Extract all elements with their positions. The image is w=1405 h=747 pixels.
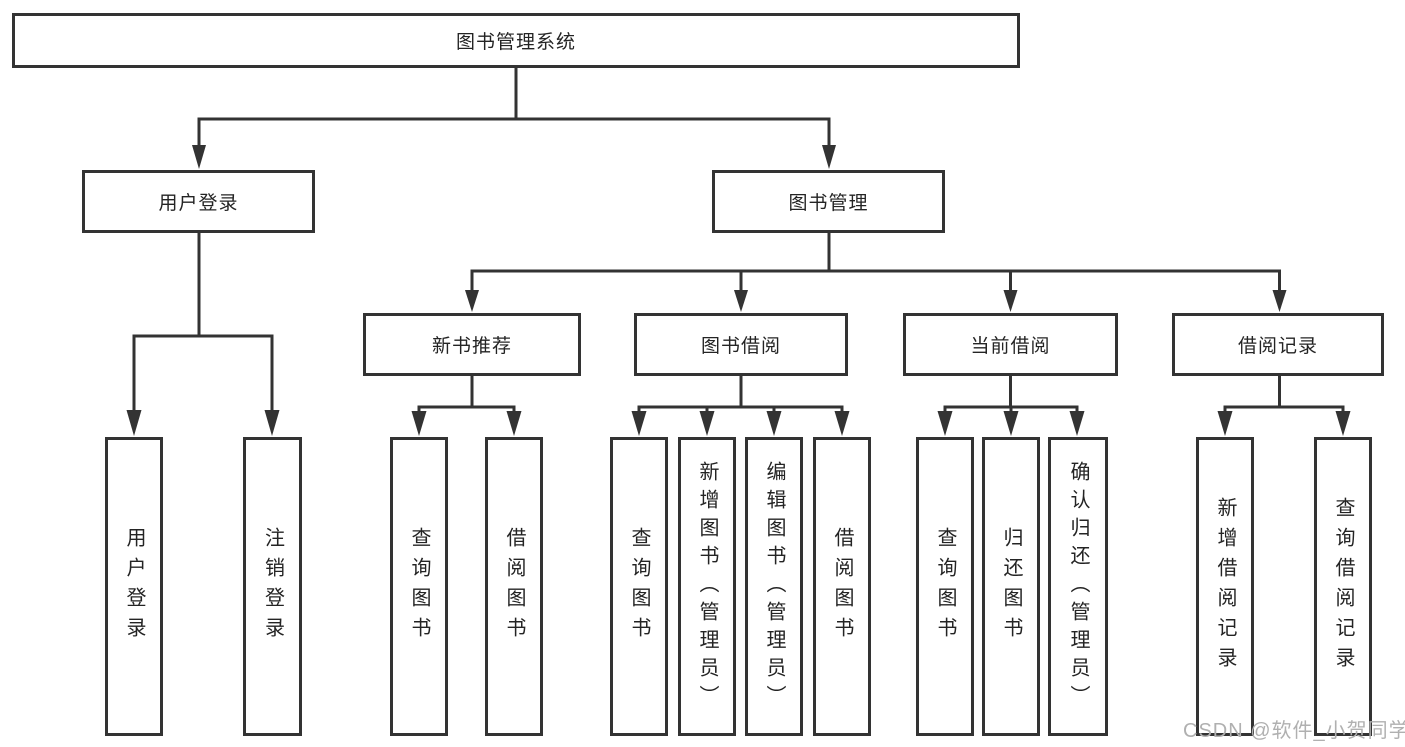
arrowhead-icon — [822, 145, 836, 169]
connector-user-login-branch — [126, 233, 280, 436]
leaf-user-login-label: 用户登录 — [123, 526, 145, 647]
leaf-label: 归还图书 — [1000, 526, 1022, 647]
arrowhead-icon — [699, 411, 715, 436]
leaf-query-books-current: 查询图书 — [916, 437, 974, 736]
arrowhead-icon — [1272, 290, 1287, 312]
node-root: 图书管理系统 — [12, 13, 1020, 68]
node-book-borrow: 图书借阅 — [634, 313, 848, 376]
leaf-label: 查询图书 — [934, 526, 956, 647]
leaf-label: 借阅图书 — [503, 526, 525, 647]
connector-book-management-branch — [465, 233, 1287, 312]
leaf-add-book-admin: 新增图书（管理员） — [678, 437, 736, 736]
leaf-query-borrow-record: 查询借阅记录 — [1314, 437, 1372, 736]
leaf-user-login: 用户登录 — [105, 437, 163, 736]
leaf-label: 借阅图书 — [831, 526, 853, 647]
arrowhead-icon — [126, 410, 142, 436]
leaf-confirm-return-admin: 确认归还（管理员） — [1048, 437, 1108, 736]
node-book-management: 图书管理 — [712, 170, 945, 233]
arrowhead-icon — [192, 145, 206, 169]
connector-root-to-level2 — [192, 68, 836, 169]
arrowhead-icon — [411, 411, 427, 436]
leaf-label: 查询图书 — [628, 526, 650, 647]
watermark-text: CSDN @软件_小贺同学 — [1183, 720, 1405, 742]
arrowhead-icon — [506, 411, 522, 436]
leaf-logout: 注销登录 — [243, 437, 302, 736]
connector-borrow-records-branch — [1217, 376, 1351, 436]
leaf-logout-label: 注销登录 — [261, 526, 284, 647]
node-current-borrow: 当前借阅 — [903, 313, 1118, 376]
arrowhead-icon — [734, 290, 748, 312]
leaf-query-books-borrow: 查询图书 — [610, 437, 668, 736]
arrowhead-icon — [766, 411, 782, 436]
leaf-edit-book-admin: 编辑图书（管理员） — [745, 437, 803, 736]
arrowhead-icon — [1003, 290, 1018, 312]
leaf-label: 新增图书（管理员） — [696, 460, 718, 713]
connector-book-borrow-branch — [631, 376, 850, 436]
leaf-label: 查询图书 — [408, 526, 430, 647]
leaf-return-book: 归还图书 — [982, 437, 1040, 736]
leaf-label: 编辑图书（管理员） — [763, 460, 785, 713]
leaf-query-books-recommend: 查询图书 — [390, 437, 448, 736]
node-borrow-records: 借阅记录 — [1172, 313, 1384, 376]
node-new-book-recommend: 新书推荐 — [363, 313, 581, 376]
arrowhead-icon — [1069, 411, 1085, 436]
leaf-borrow-books-recommend: 借阅图书 — [485, 437, 543, 736]
leaf-label: 确认归还（管理员） — [1067, 460, 1089, 713]
leaf-label: 新增借阅记录 — [1214, 496, 1236, 677]
arrowhead-icon — [937, 411, 953, 436]
arrowhead-icon — [465, 290, 479, 312]
arrowhead-icon — [264, 410, 280, 436]
leaf-label: 查询借阅记录 — [1332, 496, 1354, 677]
leaf-borrow-books: 借阅图书 — [813, 437, 871, 736]
arrowhead-icon — [1335, 411, 1351, 436]
arrowhead-icon — [1217, 411, 1233, 436]
connector-new-book-branch — [411, 376, 522, 436]
arrowhead-icon — [834, 411, 850, 436]
connector-current-borrow-branch — [937, 376, 1085, 436]
arrowhead-icon — [1003, 411, 1019, 436]
arrowhead-icon — [631, 411, 647, 436]
leaf-add-borrow-record: 新增借阅记录 — [1196, 437, 1254, 736]
node-user-login: 用户登录 — [82, 170, 315, 233]
